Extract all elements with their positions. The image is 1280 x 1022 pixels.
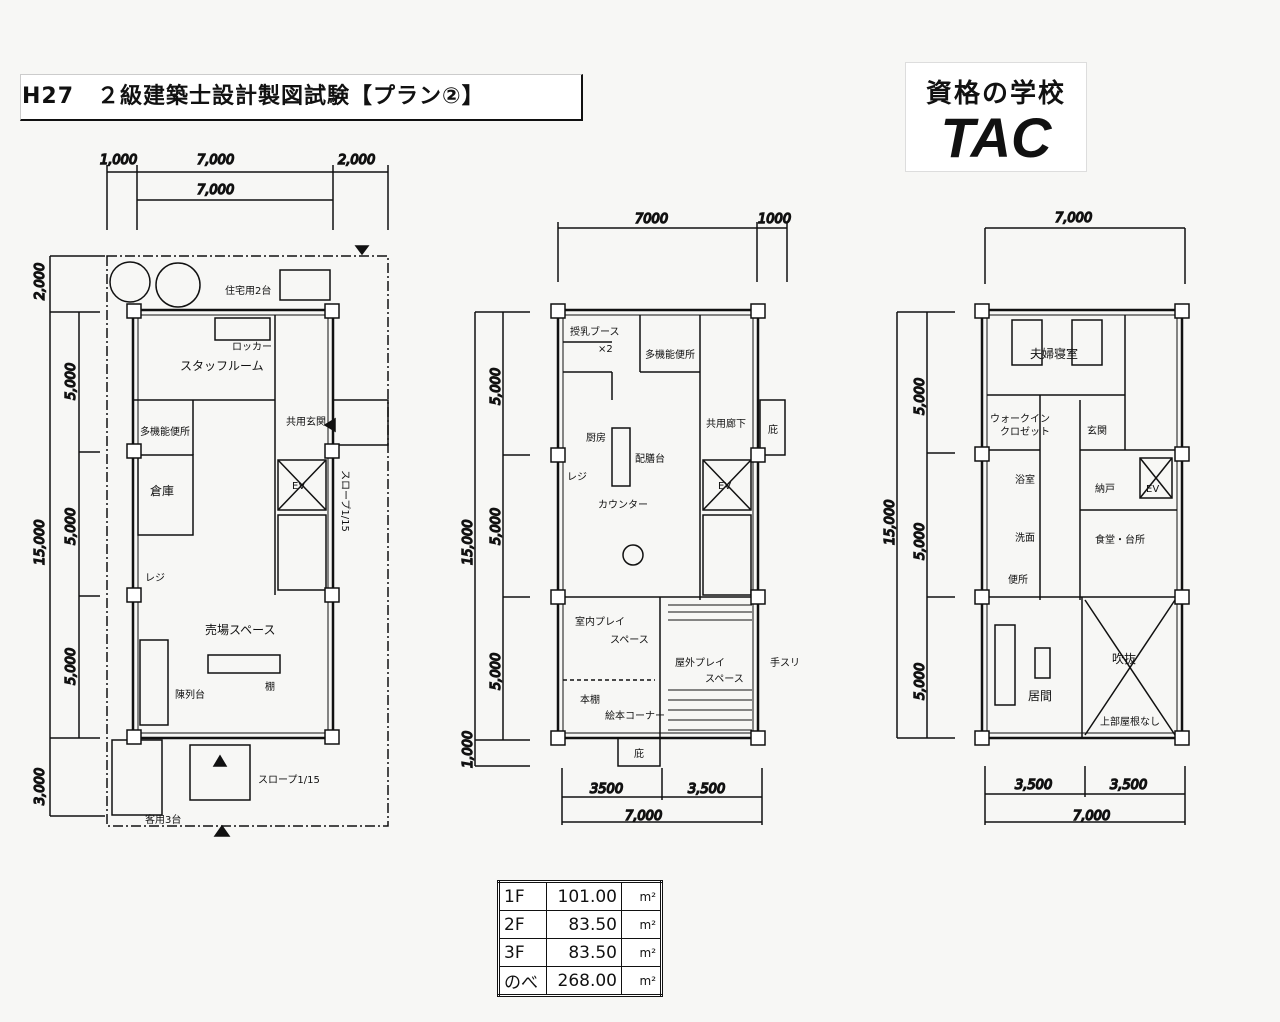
entrance-arrow-icon [213, 824, 231, 837]
room-register-1f: レジ [145, 573, 165, 584]
room-slope-side: スロープ1/15 [339, 470, 351, 532]
dim-3f-top: 7,000 [1055, 211, 1092, 226]
room-slope-front: スロープ1/15 [258, 774, 320, 786]
dim-3f-left-0: 5,000 [913, 378, 928, 415]
room-no-roof: 上部屋根なし [1100, 715, 1160, 728]
room-outdoor-play-2: スペース [705, 674, 744, 685]
room-master-bedroom: 夫婦寝室 [1030, 346, 1078, 361]
dim-2f-left-total: 15,000 [461, 520, 476, 566]
room-ev-3f: EV [1146, 484, 1159, 495]
room-nursing-booth: 授乳ブース [570, 325, 620, 338]
plan-2f: 7000 1000 5,000 5,000 5,000 1,000 15,000… [460, 211, 800, 825]
room-canopy-front: 庇 [634, 747, 644, 760]
entrance-arrow-icon [323, 417, 336, 433]
room-accessible-toilet-2f: 多機能便所 [645, 348, 695, 361]
room-walkin-closet-1: ウォークイン [990, 413, 1050, 425]
room-kitchen: 厨房 [586, 431, 606, 444]
columns-1f [126, 303, 340, 745]
room-indoor-play-1: 室内プレイ [575, 615, 625, 628]
columns-2f [550, 303, 766, 746]
room-handrail: 手スリ [770, 656, 800, 669]
dim-2f-top-0: 7000 [635, 212, 668, 227]
room-bathroom: 浴室 [1015, 473, 1035, 486]
dim-1f-left-4: 3,000 [33, 768, 48, 805]
room-ev-1f: EV [292, 481, 305, 492]
room-accessible-toilet-1f: 多機能便所 [140, 425, 190, 438]
room-common-entrance: 共用玄関 [286, 415, 326, 428]
room-display-stand: 陳列台 [175, 688, 205, 701]
room-staff: スタッフルーム [180, 359, 264, 373]
dim-2f-left-3: 1,000 [461, 731, 476, 768]
dim-3f-left-1: 5,000 [913, 523, 928, 560]
page-title: H27 ２級建築士設計製図試験【プラン②】 [22, 84, 485, 109]
dim-2f-left-2: 5,000 [489, 653, 504, 690]
room-locker: ロッカー [232, 341, 272, 353]
room-entrance-3f: 玄関 [1087, 424, 1107, 437]
room-bookshelf: 本棚 [580, 693, 600, 706]
logo-line2: TAC [940, 106, 1052, 169]
room-living: 居間 [1028, 689, 1052, 703]
dim-1f-top-1: 7,000 [197, 153, 234, 168]
dim-2f-left-0: 5,000 [489, 368, 504, 405]
dim-3f-bottom-0: 3,500 [1015, 778, 1052, 793]
dim-1f-left-1: 5,000 [64, 363, 79, 400]
tac-logo: 資格の学校 TAC [905, 62, 1087, 172]
room-walkin-closet-2: クロゼット [1000, 426, 1050, 438]
room-register-2f: レジ [567, 472, 587, 483]
dim-1f-left-2: 5,000 [64, 508, 79, 545]
dim-3f-left-2: 5,000 [913, 663, 928, 700]
dim-1f-left-total: 15,000 [33, 520, 48, 566]
room-shelf: 棚 [265, 680, 275, 693]
room-washroom: 洗面 [1015, 532, 1035, 544]
dim-2f-top-1: 1000 [758, 212, 791, 227]
dim-1f-top-0: 1,000 [100, 153, 137, 168]
room-parking-customer: 客用3台 [145, 813, 181, 826]
dim-2f-bottom-total: 7,000 [625, 809, 662, 824]
title-box [20, 74, 583, 121]
room-picture-book: 絵本コーナー [605, 709, 665, 722]
columns-3f [974, 303, 1190, 746]
room-void: 吹抜 [1112, 652, 1136, 666]
dim-1f-left-0: 2,000 [33, 263, 48, 300]
dim-2f-bottom-0: 3500 [590, 782, 623, 797]
room-ev-2f: EV [718, 481, 731, 492]
room-sales-space: 売場スペース [205, 622, 276, 637]
plan-3f: 7,000 5,000 5,000 5,000 15,000 3,500 3,5… [882, 210, 1190, 825]
dim-3f-left-total: 15,000 [883, 500, 898, 546]
entrance-arrow-icon [212, 754, 228, 767]
entrance-arrow-icon [354, 245, 370, 256]
dim-2f-left-1: 5,000 [489, 508, 504, 545]
room-counter: カウンター [598, 499, 648, 511]
room-serving-counter: 配膳台 [635, 452, 665, 465]
dim-1f-left-3: 5,000 [64, 648, 79, 685]
plan-1f: 1,000 7,000 2,000 7,000 2,000 5,000 5,00… [32, 152, 389, 837]
room-dining-kitchen: 食堂・台所 [1095, 533, 1145, 546]
room-canopy-side: 庇 [768, 423, 778, 436]
hatching-outdoor [668, 604, 752, 731]
room-parking-residential: 住宅用2台 [225, 284, 271, 297]
room-outdoor-play-1: 屋外プレイ [675, 657, 725, 669]
room-storeroom: 納戸 [1095, 482, 1115, 495]
room-nursing-count: ×2 [598, 344, 613, 355]
room-storage: 倉庫 [150, 483, 174, 498]
logo-line1: 資格の学校 [925, 79, 1066, 109]
room-indoor-play-2: スペース [610, 635, 649, 646]
dim-3f-bottom-1: 3,500 [1110, 778, 1147, 793]
dim-2f-bottom-1: 3,500 [688, 782, 725, 797]
dim-1f-top-total: 7,000 [197, 183, 234, 198]
dim-1f-top-2: 2,000 [338, 153, 375, 168]
room-common-corridor: 共用廊下 [706, 417, 746, 430]
room-toilet: 便所 [1008, 573, 1028, 586]
dim-3f-bottom-total: 7,000 [1073, 809, 1110, 824]
